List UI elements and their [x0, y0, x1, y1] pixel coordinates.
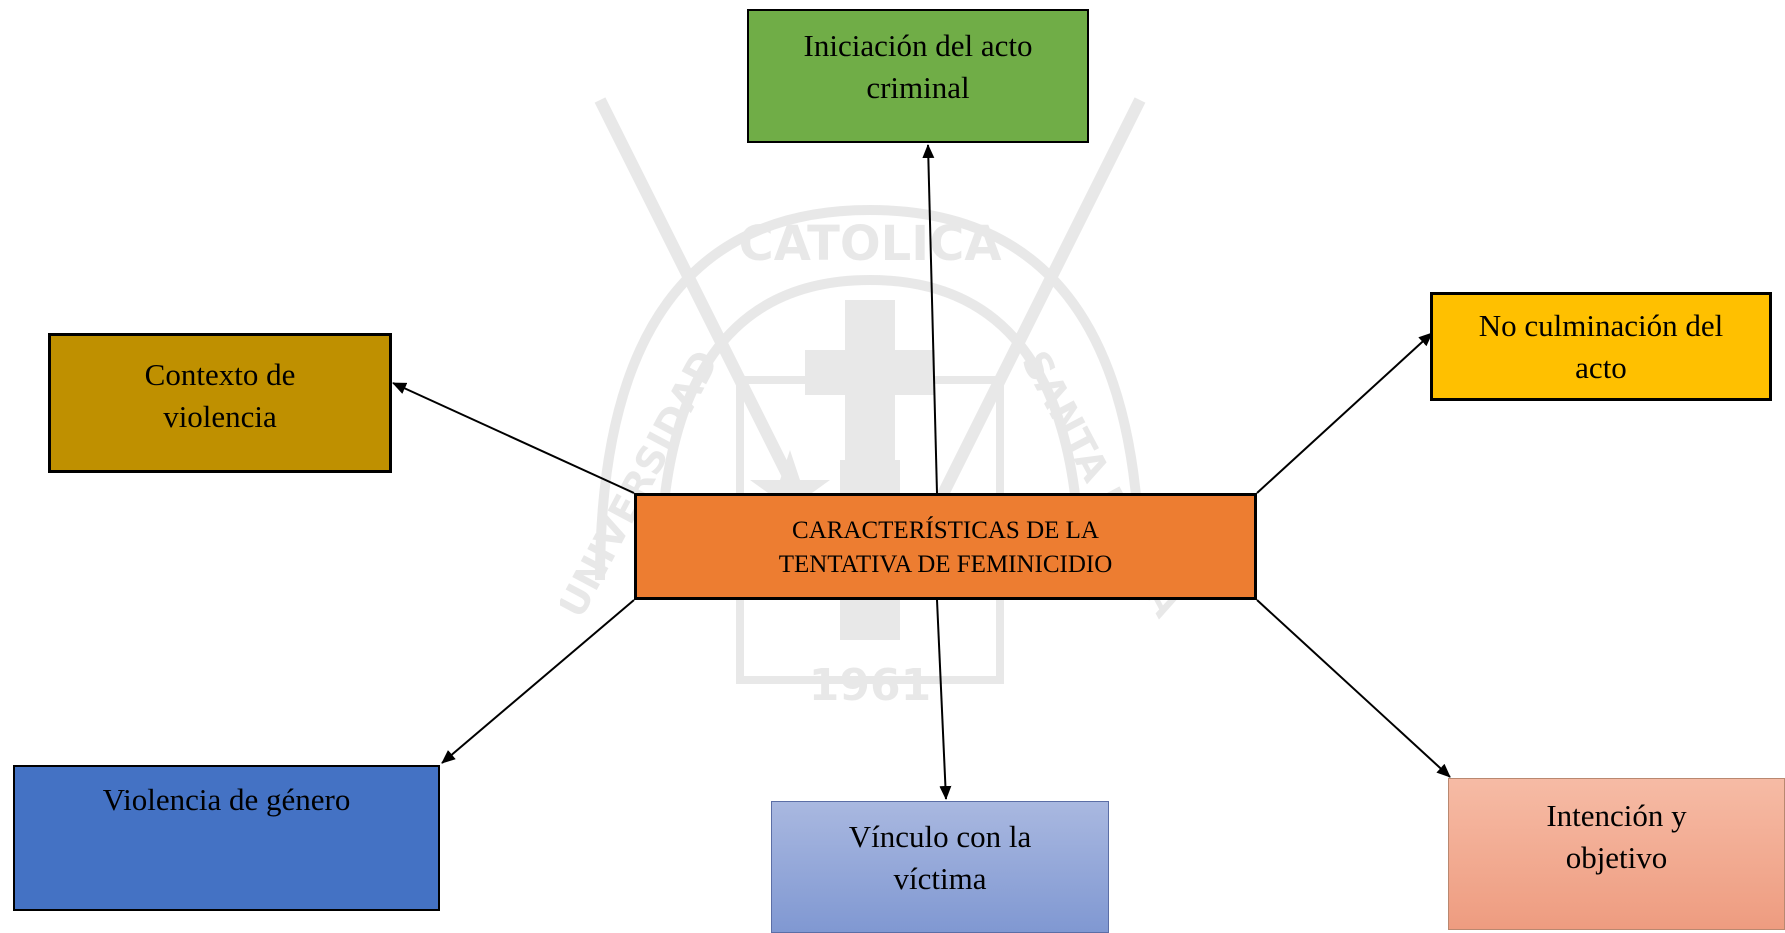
- node-label-line1: Vínculo con la: [848, 819, 1032, 854]
- arrow-to-right-top: [1256, 332, 1433, 494]
- arrow-to-left-bottom: [441, 599, 635, 764]
- node-violencia-genero: Violencia de género: [13, 765, 440, 911]
- node-label-line1: Violencia de género: [102, 782, 351, 817]
- node-intencion-objetivo: Intención y objetivo: [1448, 778, 1785, 930]
- node-vinculo-victima: Vínculo con la víctima: [771, 801, 1109, 933]
- watermark-year: 1961: [809, 660, 931, 711]
- node-label-line2: violencia: [163, 399, 277, 434]
- node-label-line1: Iniciación del acto: [803, 28, 1033, 63]
- node-label-line2: TENTATIVA DE FEMINICIDIO: [778, 551, 1113, 578]
- node-label-line2: acto: [1575, 350, 1627, 385]
- node-contexto-violencia: Contexto de violencia: [48, 333, 392, 473]
- node-label-line1: Intención y: [1546, 798, 1687, 833]
- node-iniciacion-acto-criminal: Iniciación del acto criminal: [747, 9, 1089, 143]
- node-label-line2: criminal: [866, 70, 970, 105]
- node-label-line1: CARACTERÍSTICAS DE LA: [792, 517, 1099, 544]
- node-no-culminacion-acto: No culminación del acto: [1430, 292, 1772, 401]
- node-central-caracteristicas: CARACTERÍSTICAS DE LA TENTATIVA DE FEMIN…: [634, 493, 1257, 600]
- arrow-to-left-top: [392, 382, 635, 494]
- node-label-line2: víctima: [893, 861, 987, 896]
- arrow-to-bottom: [936, 599, 952, 800]
- watermark-text-top: CATOLICA: [738, 216, 1001, 272]
- node-label-line1: No culminación del: [1478, 308, 1724, 343]
- arrow-to-top: [922, 144, 938, 494]
- node-label-line2: objetivo: [1565, 840, 1668, 875]
- arrow-to-right-bottom: [1256, 599, 1451, 778]
- node-label-line1: Contexto de: [144, 357, 296, 392]
